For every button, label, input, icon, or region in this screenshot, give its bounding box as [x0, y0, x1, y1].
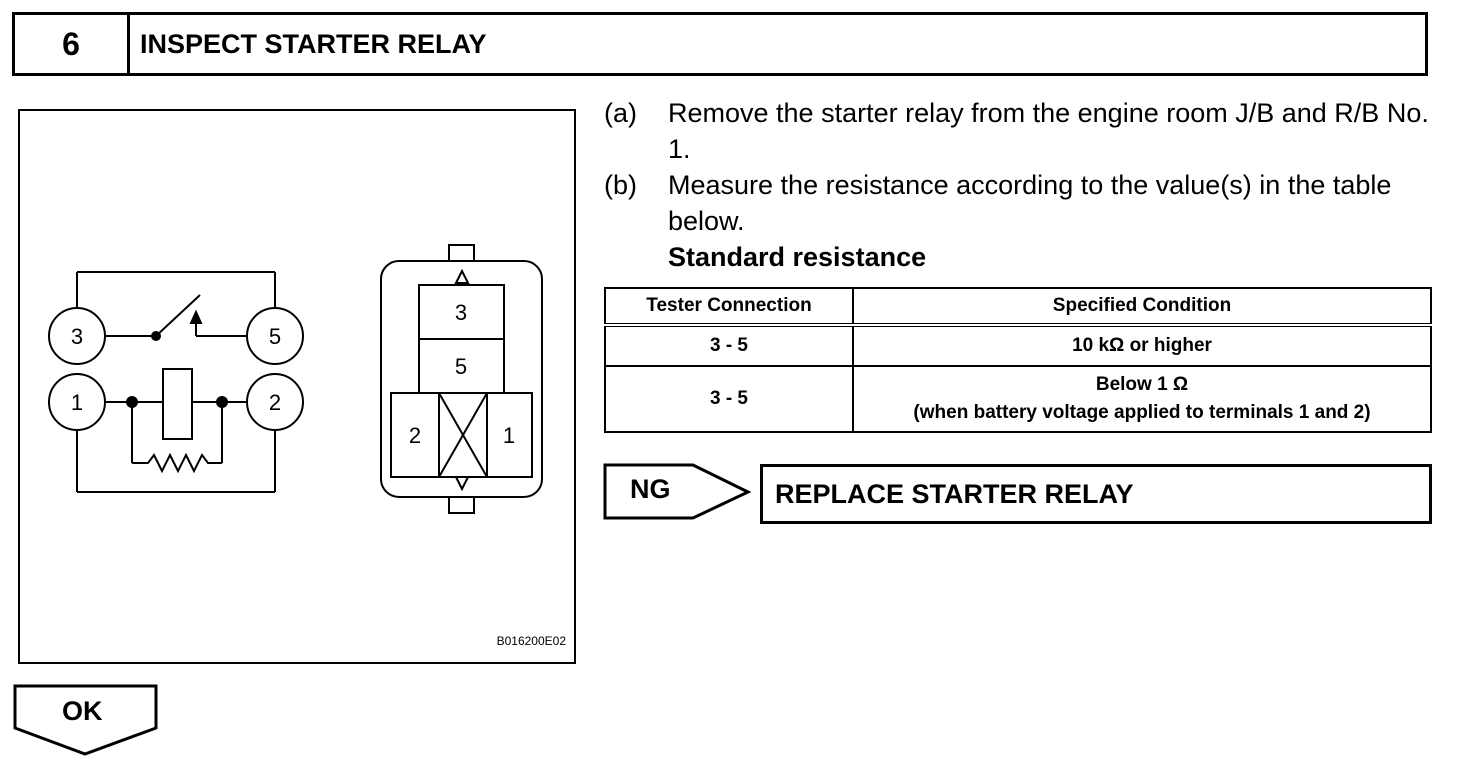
table-row: 3 - 5 10 kΩ or higher — [604, 324, 1432, 367]
ng-label: NG — [630, 474, 671, 504]
figure-code: B016200E02 — [496, 634, 566, 648]
tester-connection-cell: 3 - 5 — [604, 365, 854, 433]
step-number: 6 — [15, 15, 130, 73]
ng-arrow-shape — [603, 463, 752, 520]
step-title: INSPECT STARTER RELAY — [140, 28, 487, 59]
resistance-table: Tester Connection Specified Condition 3 … — [604, 287, 1432, 433]
standard-title: Standard resistance — [668, 242, 927, 272]
step-label: (b) — [604, 170, 637, 200]
terminal-5-label: 5 — [269, 324, 281, 349]
specified-condition-cell: Below 1 Ω (when battery voltage applied … — [852, 365, 1432, 433]
terminal-3-label: 3 — [71, 324, 83, 349]
procedure-step: (b) Measure the resistance according to … — [604, 167, 1434, 239]
specified-condition-cell: 10 kΩ or higher — [852, 324, 1432, 367]
relay-diagram: 3 5 1 2 3 5 2 1 — [48, 244, 543, 514]
relay-schematic: 3 5 1 2 — [48, 271, 304, 493]
relay-connector: 3 5 2 1 — [380, 244, 543, 514]
ng-action-text: REPLACE STARTER RELAY — [775, 478, 1134, 509]
condition-note: (when battery voltage applied to termina… — [913, 402, 1371, 423]
column-header: Tester Connection — [604, 287, 854, 327]
table-header-row: Tester Connection Specified Condition — [604, 287, 1432, 327]
ng-action-box: REPLACE STARTER RELAY — [760, 464, 1432, 524]
condition-value: Below 1 Ω — [1095, 374, 1189, 395]
terminal-1-label: 1 — [71, 390, 83, 415]
connector-terminal-5: 5 — [455, 354, 467, 379]
column-header: Specified Condition — [852, 287, 1432, 327]
step-label: (a) — [604, 98, 637, 128]
procedure-steps: (a) Remove the starter relay from the en… — [604, 95, 1434, 275]
step-header: 6 INSPECT STARTER RELAY — [12, 12, 1428, 76]
tester-connection-cell: 3 - 5 — [604, 324, 854, 367]
connector-terminal-2: 2 — [409, 423, 421, 448]
connector-terminal-3: 3 — [455, 300, 467, 325]
connector-terminal-1: 1 — [503, 423, 515, 448]
step-text: Remove the starter relay from the engine… — [668, 98, 1429, 164]
procedure-step: (a) Remove the starter relay from the en… — [604, 95, 1434, 167]
relay-figure: 3 5 1 2 3 5 2 1 B016200E02 — [18, 109, 576, 664]
ok-label: OK — [62, 696, 103, 726]
terminal-2-label: 2 — [269, 390, 281, 415]
ok-arrow-shape — [13, 684, 158, 756]
table-row: 3 - 5 Below 1 Ω (when battery voltage ap… — [604, 365, 1432, 433]
step-text: Measure the resistance according to the … — [668, 170, 1392, 236]
